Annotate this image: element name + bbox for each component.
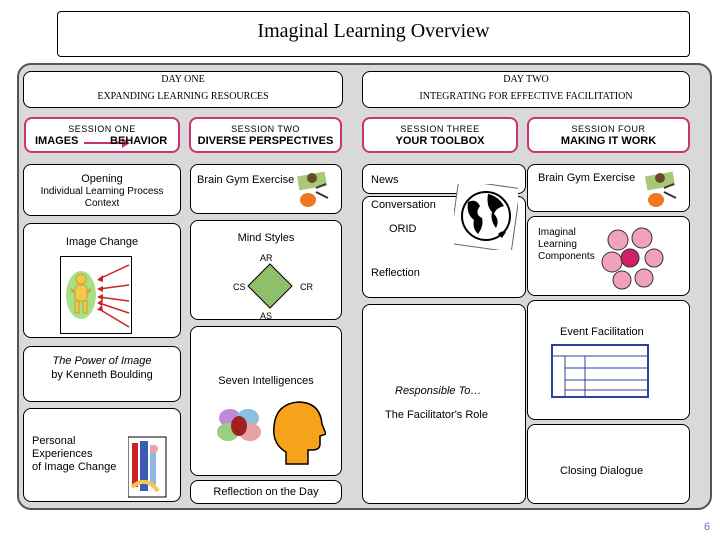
session-three-title: YOUR TOOLBOX [395,135,485,147]
mind-styles-title: Mind Styles [237,232,295,244]
imaginal-line2: Learning [538,239,577,250]
orid-label: ORID [389,223,417,235]
brain-gym-label-2: Brain Gym Exercise [538,172,636,184]
session-two-box: SESSION TWO DIVERSE PERSPECTIVES [189,117,342,153]
quadrant-cr: CR [300,282,313,292]
session-three-label: SESSION THREE [400,124,480,134]
brain-gym-label-1: Brain Gym Exercise [197,174,295,186]
session-one-label: SESSION ONE [68,124,136,134]
page-title: Imaginal Learning Overview [257,20,490,42]
quadrant-ar: AR [260,253,273,263]
day-two-box: DAY TWO INTEGRATING FOR EFFECTIVE FACILI… [362,71,690,108]
personal-line2: Experiences [32,448,93,460]
day-two-subtitle: INTEGRATING FOR EFFECTIVE FACILITATION [419,91,633,102]
opening-title: Opening [81,173,123,185]
conversation-label: Conversation [371,199,436,211]
seven-intelligences-box: Seven Intelligences [190,326,342,476]
news-label: News [371,174,399,186]
quadrant-cs: CS [233,282,246,292]
day-one-box: DAY ONE EXPANDING LEARNING RESOURCES [23,71,343,108]
closing-dialogue-box: Closing Dialogue [527,424,690,504]
session-four-label: SESSION FOUR [571,124,646,134]
personal-line3: of Image Change [32,461,117,473]
closing-dialogue-label: Closing Dialogue [560,465,644,477]
responsible-label: Responsible To… [395,385,482,397]
session-three-box: SESSION THREE YOUR TOOLBOX [362,117,518,153]
event-facilitation-label: Event Facilitation [560,326,644,338]
session-one-images: IMAGES [35,135,79,147]
mind-styles-diamond [247,263,293,309]
intelligences-flower-icon [217,409,261,441]
imaginal-line1: Imaginal [538,227,576,238]
title-box: Imaginal Learning Overview [57,11,690,57]
brain-gym-icon-1 [296,171,329,207]
reflection-day-box: Reflection on the Day [190,480,342,504]
transformation-figure-icon [128,436,167,498]
opening-line3: Context [84,198,120,209]
components-circles-icon [601,227,664,290]
arrow-right-icon [84,138,130,148]
power-of-image-title: The Power of Image [52,355,152,367]
reflection-day-label: Reflection on the Day [213,486,319,498]
person-icon [66,264,130,328]
session-two-title: DIVERSE PERSPECTIVES [197,135,334,147]
seven-intelligences-title: Seven Intelligences [218,375,314,387]
globe-icon [454,184,518,250]
brain-gym-icon-2 [644,171,677,207]
image-change-box: Image Change [23,223,181,338]
responsibility-box: Responsible To… The Facilitator's Role [362,304,526,504]
quadrant-as: AS [260,311,273,321]
opening-box: Opening Individual Learning Process Cont… [23,164,181,216]
image-change-title: Image Change [65,236,139,248]
grid-table-icon [551,344,649,398]
page-number: 6 [704,521,711,533]
session-four-box: SESSION FOUR MAKING IT WORK [527,117,690,153]
personal-line1: Personal [32,435,76,447]
day-one-label: DAY ONE [161,74,205,85]
session-one-box: SESSION ONE IMAGES BEHAVIOR [24,117,180,153]
image-change-figure [60,256,132,334]
head-profile-icon [273,401,326,465]
personal-experiences-box: Personal Experiences of Image Change [23,408,181,502]
session-one-behavior: BEHAVIOR [110,135,168,147]
day-one-subtitle: EXPANDING LEARNING RESOURCES [97,91,269,102]
reflection-label: Reflection [371,267,420,279]
session-four-title: MAKING IT WORK [560,135,657,147]
day-two-label: DAY TWO [503,74,549,85]
brain-gym-box-1: Brain Gym Exercise [190,164,342,214]
imaginal-line3: Components [538,251,595,262]
power-of-image-author: by Kenneth Boulding [51,369,153,381]
session-two-label: SESSION TWO [231,124,300,134]
opening-line2: Individual Learning Process [40,186,164,197]
facilitators-role-label: The Facilitator's Role [385,409,488,421]
brain-gym-box-2: Brain Gym Exercise [527,164,690,212]
power-of-image-box: The Power of Image by Kenneth Boulding [23,346,181,402]
